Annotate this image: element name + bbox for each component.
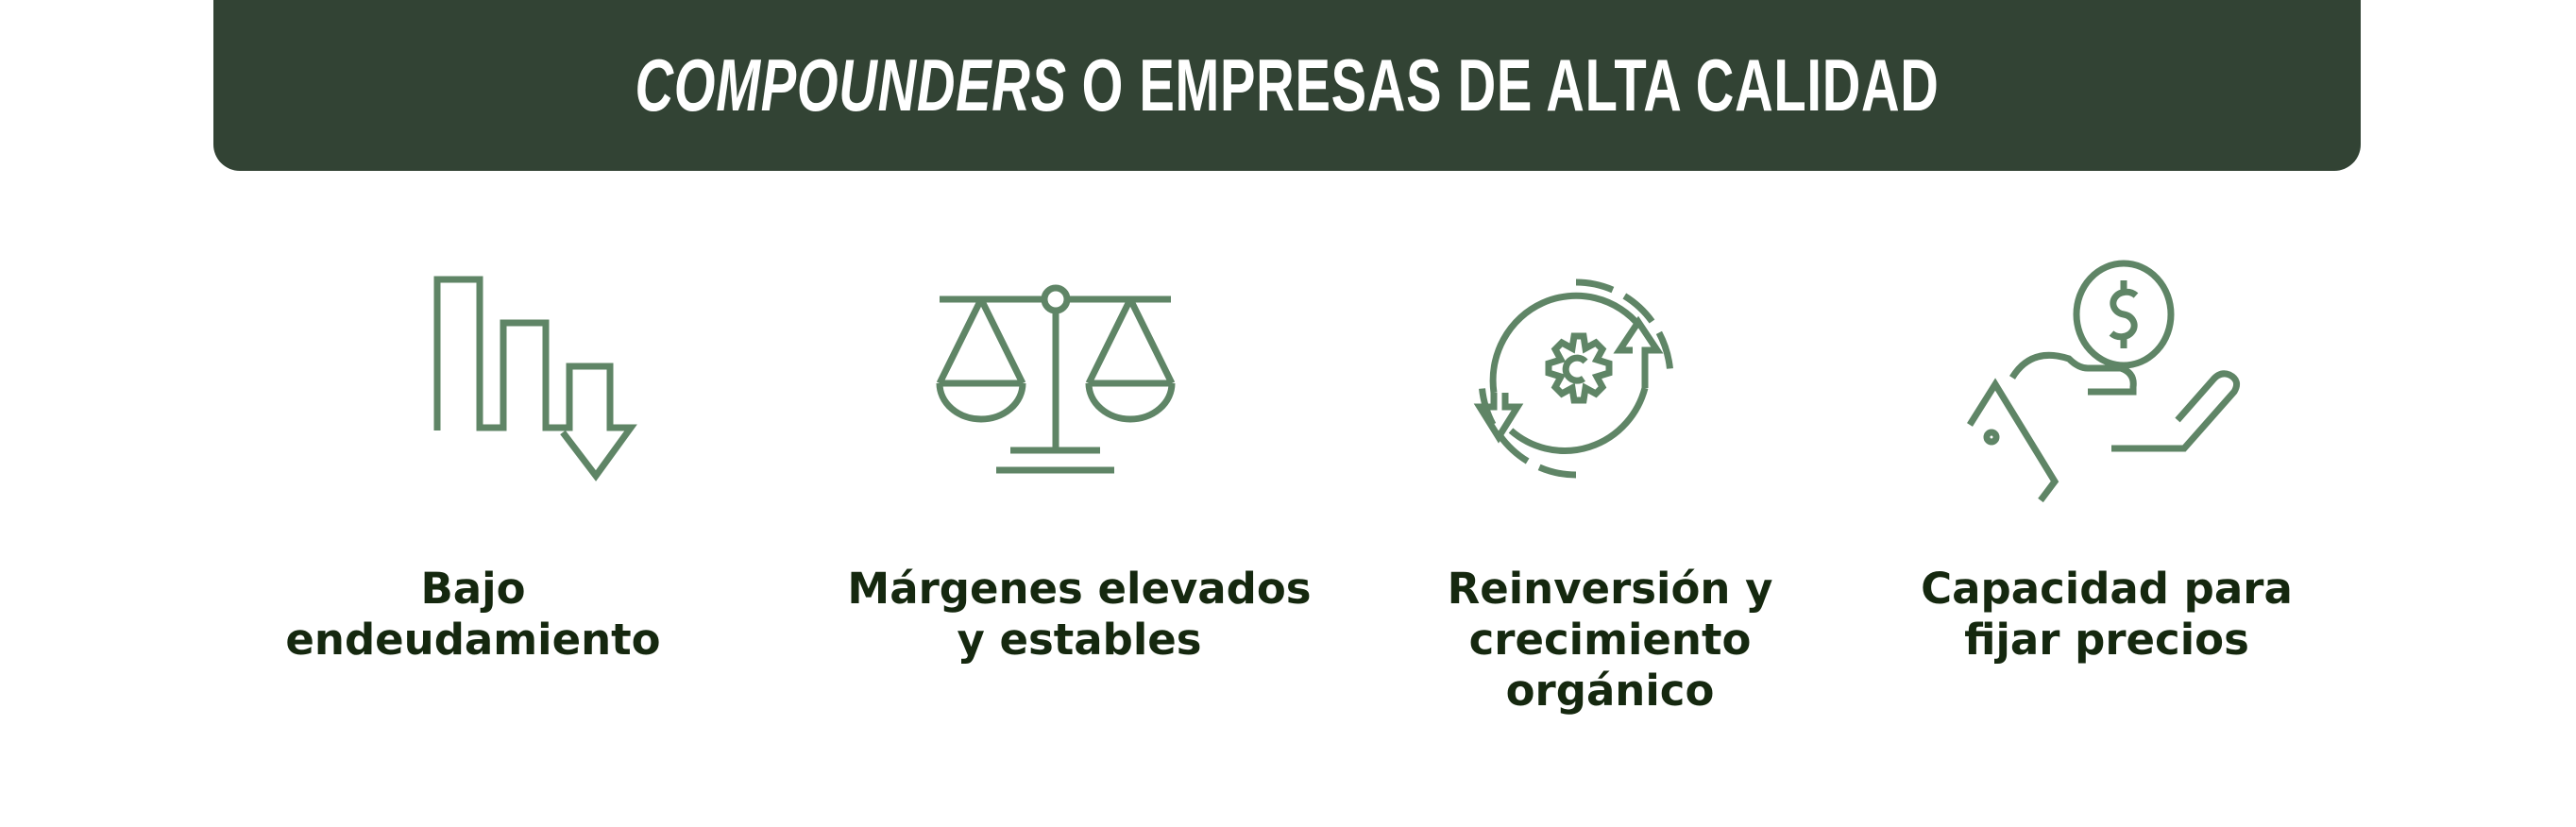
- label-line: Bajo: [420, 564, 526, 614]
- feature-label-bajo-endeudamiento: Bajo endeudamiento: [209, 564, 737, 666]
- label-line: fijar precios: [1964, 615, 2249, 665]
- label-line: Capacidad para: [1921, 564, 2293, 614]
- feature-label-margenes: Márgenes elevados y estables: [815, 564, 1344, 666]
- label-line: Márgenes elevados: [847, 564, 1312, 614]
- feature-label-precios: Capacidad para fijar precios: [1842, 564, 2371, 666]
- label-line: endeudamiento: [285, 615, 661, 665]
- hand-coin-icon: [1967, 260, 2241, 503]
- balance-scale-icon: [936, 284, 1176, 474]
- label-line: y estables: [957, 615, 1202, 665]
- label-line: Reinversión y: [1447, 564, 1773, 614]
- label-line: orgánico: [1505, 666, 1715, 716]
- chart-down-icon: [433, 276, 637, 481]
- label-line: crecimiento: [1468, 615, 1752, 665]
- title-emphasis: COMPOUNDERS: [635, 43, 1067, 127]
- gear-cycle-icon: [1473, 278, 1674, 479]
- feature-label-reinversion: Reinversión y crecimiento orgánico: [1346, 564, 1874, 717]
- title-rest: O EMPRESAS DE ALTA CALIDAD: [1081, 43, 1940, 127]
